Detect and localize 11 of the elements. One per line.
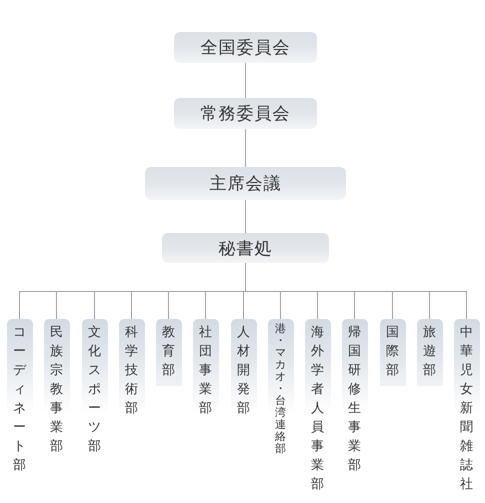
department-box: 教育部 xyxy=(156,319,182,386)
org-box: 秘書処 xyxy=(162,233,329,263)
connector-line xyxy=(245,128,246,168)
org-box: 主席会議 xyxy=(145,167,346,200)
connector-line xyxy=(245,62,246,98)
connector-line xyxy=(245,200,246,234)
department-box: 国際部 xyxy=(380,319,406,386)
org-box: 全国委員会 xyxy=(174,32,317,63)
connector-line xyxy=(245,262,467,320)
department-box: 旅遊部 xyxy=(416,319,442,386)
org-box: 常務委員会 xyxy=(174,98,317,129)
